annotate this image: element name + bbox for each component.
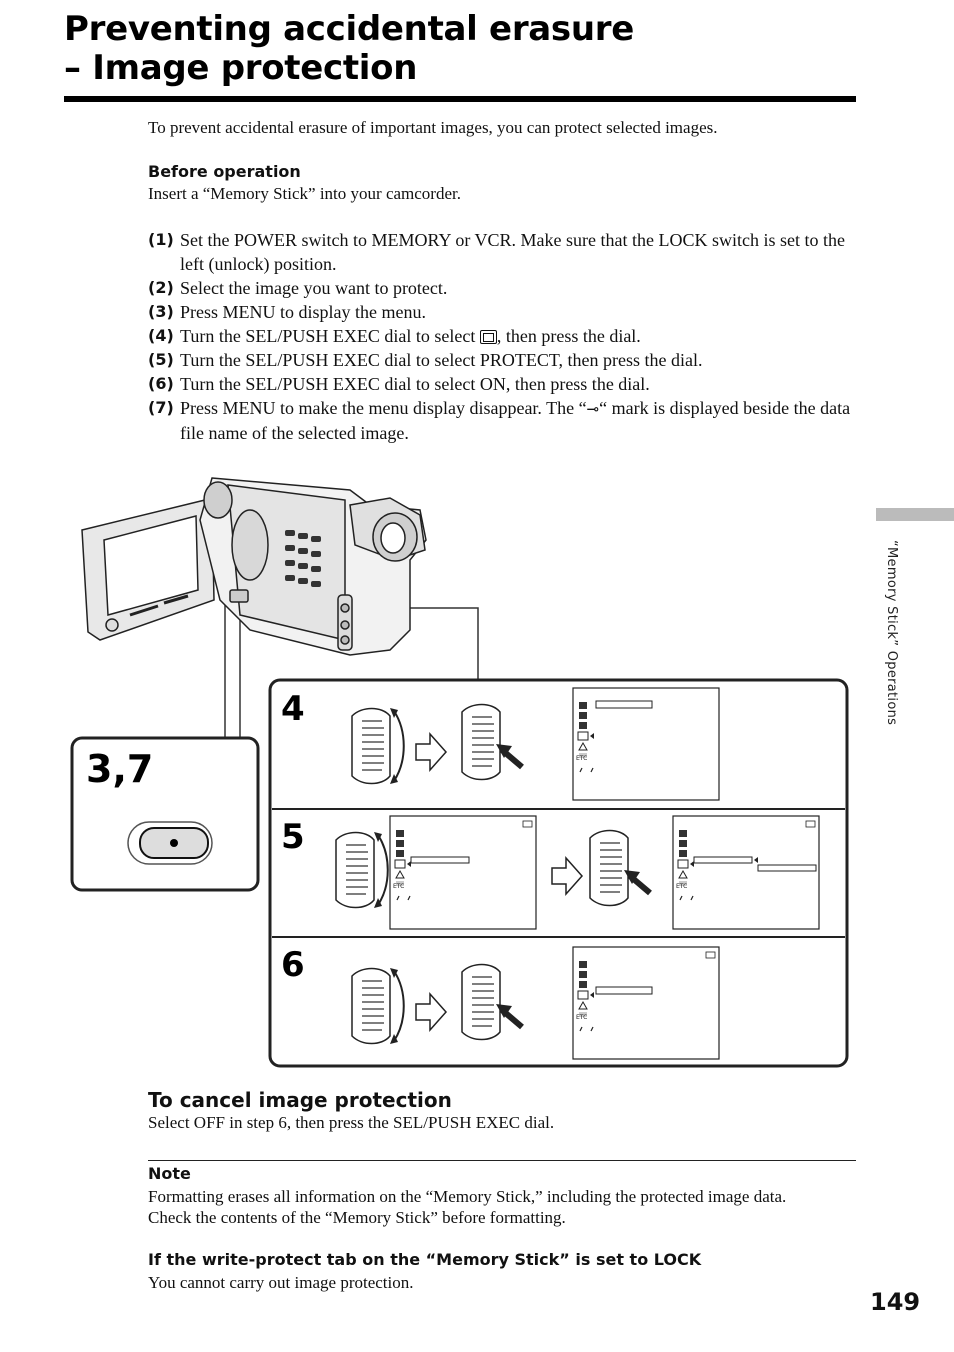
step-text: Turn the SEL/PUSH EXEC dial to select PR… — [180, 350, 703, 370]
step-text: Press MENU to display the menu. — [180, 302, 426, 322]
intro-text: To prevent accidental erasure of importa… — [148, 118, 718, 137]
page-title: Preventing accidental erasure – Image pr… — [64, 10, 634, 88]
step-text: Turn the SEL/PUSH EXEC dial to select ON… — [180, 374, 650, 394]
menu-etc-label: ETC — [676, 883, 687, 890]
step-text-after: “ mark is displayed beside the data file… — [180, 398, 851, 443]
step-5: (5) Turn the SEL/PUSH EXEC dial to select… — [148, 348, 858, 372]
step-number: (3) — [148, 302, 174, 321]
step-6-label: 6 — [281, 945, 305, 985]
steps-list: (1) Set the POWER switch to MEMORY or VCR… — [148, 228, 858, 445]
menu-etc-label: ETC — [576, 755, 587, 762]
page-number: 149 — [870, 1288, 921, 1316]
step-7: (7) Press MENU to make the menu display d… — [148, 396, 858, 445]
step-text-before: Turn the SEL/PUSH EXEC dial to select — [180, 326, 480, 346]
step-number: (1) — [148, 230, 174, 249]
write-protect-text: You cannot carry out image protection. — [148, 1273, 414, 1292]
step-37-panel — [70, 736, 260, 892]
step-number: (6) — [148, 374, 174, 393]
note-rule — [148, 1160, 856, 1161]
step-text-after: , then press the dial. — [496, 326, 641, 346]
step-4-label: 4 — [281, 689, 305, 729]
menu-button-dot — [170, 839, 178, 847]
menu-screen-step5-left: ETC — [389, 815, 537, 930]
step-2: (2) Select the image you want to protect. — [148, 276, 858, 300]
step-number: (2) — [148, 278, 174, 297]
step-5-label: 5 — [281, 817, 305, 857]
side-tab-marker — [876, 508, 954, 521]
step-number: (7) — [148, 398, 174, 417]
title-line-2: – Image protection — [64, 48, 418, 88]
title-line-1: Preventing accidental erasure — [64, 9, 634, 49]
step-4: (4) Turn the SEL/PUSH EXEC dial to select… — [148, 324, 858, 348]
menu-screen-step5-right: ETC — [672, 815, 820, 930]
step-text: Select the image you want to protect. — [180, 278, 448, 298]
before-operation-text: Insert a “Memory Stick” into your camcor… — [148, 184, 461, 203]
step-number: (4) — [148, 326, 174, 345]
title-rule — [64, 96, 856, 102]
before-operation-heading: Before operation — [148, 162, 301, 181]
step-number: (5) — [148, 350, 174, 369]
memory-settings-icon — [479, 330, 497, 344]
step-3: (3) Press MENU to display the menu. — [148, 300, 858, 324]
menu-screen-step6: ETC — [572, 946, 720, 1060]
write-protect-heading: If the write-protect tab on the “Memory … — [148, 1250, 702, 1269]
side-tab-label: “Memory Stick” Operations — [884, 540, 899, 726]
key-icon: ⊸ — [586, 400, 600, 418]
step-text-before: Press MENU to make the menu display disa… — [180, 398, 587, 418]
cancel-text: Select OFF in step 6, then press the SEL… — [148, 1113, 555, 1132]
note-text: Formatting erases all information on the… — [148, 1187, 787, 1227]
camcorder-illustration — [81, 477, 427, 656]
note-heading: Note — [148, 1164, 191, 1183]
step-text: Set the POWER switch to MEMORY or VCR. M… — [180, 230, 845, 274]
cancel-heading: To cancel image protection — [148, 1088, 452, 1112]
step-1: (1) Set the POWER switch to MEMORY or VCR… — [148, 228, 858, 276]
menu-screen-step4: ETC — [572, 687, 720, 801]
step-37-label: 3,7 — [86, 747, 153, 791]
menu-etc-label: ETC — [576, 1014, 587, 1021]
step-6: (6) Turn the SEL/PUSH EXEC dial to select… — [148, 372, 858, 396]
menu-etc-label: ETC — [393, 883, 404, 890]
